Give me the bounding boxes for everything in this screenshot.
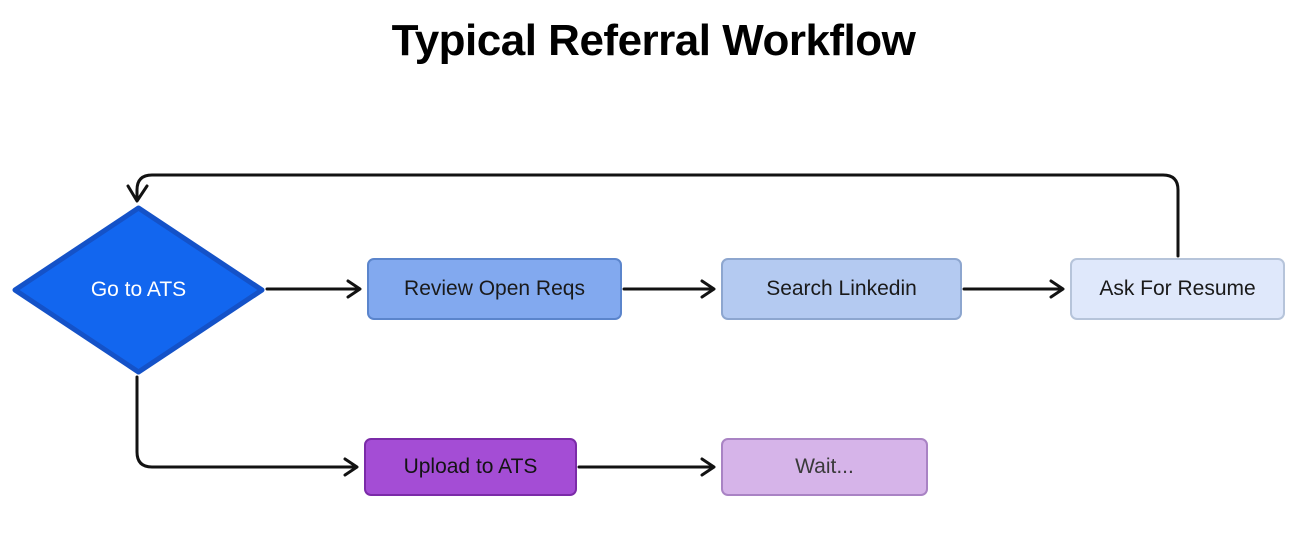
node-search-linkedin[interactable]: Search Linkedin bbox=[721, 258, 962, 320]
edge-ask-for-resume-to-go-to-ats-loop bbox=[126, 173, 1180, 258]
node-review-open-reqs[interactable]: Review Open Reqs bbox=[367, 258, 622, 320]
node-label-search-linkedin: Search Linkedin bbox=[766, 277, 917, 301]
node-label-go-to-ats: Go to ATS bbox=[90, 278, 187, 301]
node-upload-to-ats[interactable]: Upload to ATS bbox=[364, 438, 577, 496]
edge-go-to-ats-to-review-open-reqs bbox=[265, 279, 362, 299]
node-ask-for-resume[interactable]: Ask For Resume bbox=[1070, 258, 1285, 320]
node-label-review-open-reqs: Review Open Reqs bbox=[404, 277, 585, 301]
edge-upload-to-ats-to-wait bbox=[577, 457, 716, 477]
node-label-wait: Wait... bbox=[795, 455, 854, 479]
node-label-upload-to-ats: Upload to ATS bbox=[403, 455, 538, 479]
edge-search-linkedin-to-ask-for-resume bbox=[962, 279, 1065, 299]
node-go-to-ats[interactable]: Go to ATS bbox=[12, 205, 265, 375]
node-wait[interactable]: Wait... bbox=[721, 438, 928, 496]
edge-go-to-ats-to-upload-to-ats bbox=[135, 375, 359, 477]
node-label-ask-for-resume: Ask For Resume bbox=[1099, 277, 1256, 301]
edge-review-open-reqs-to-search-linkedin bbox=[622, 279, 716, 299]
page-title: Typical Referral Workflow bbox=[391, 16, 916, 65]
diamond-shape bbox=[12, 205, 265, 375]
